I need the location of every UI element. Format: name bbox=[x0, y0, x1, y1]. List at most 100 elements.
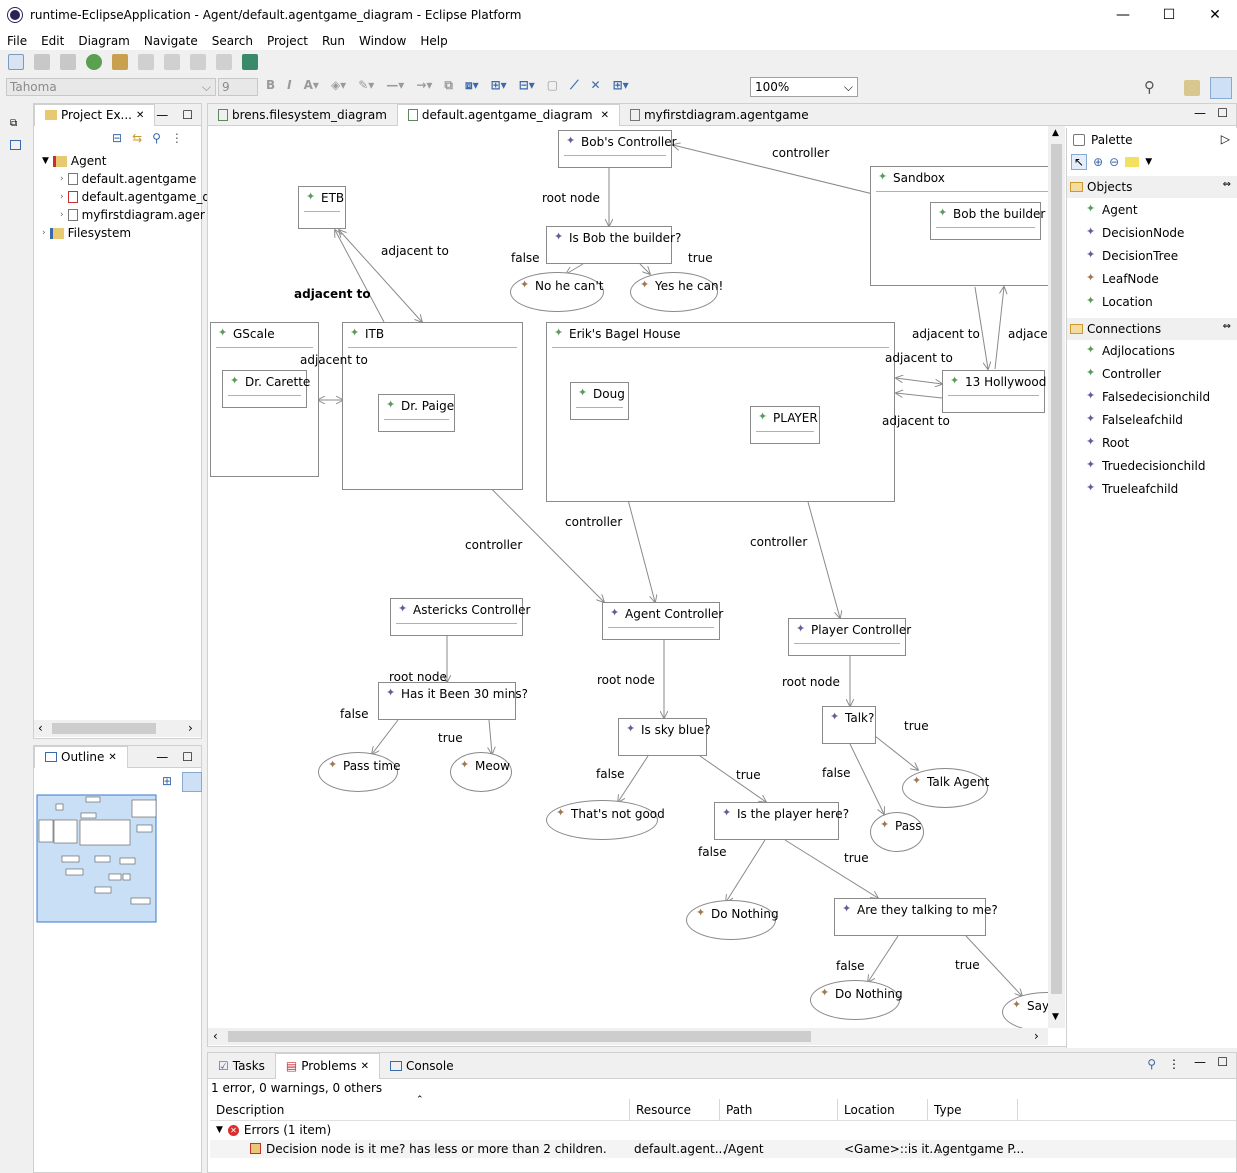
tab-brens-filesystem-diagram[interactable]: brens.filesystem_diagram bbox=[208, 104, 397, 126]
prev-annotation-icon[interactable] bbox=[164, 54, 180, 70]
tree-item-default-agentgame-diagram[interactable]: › default.agentgame_d bbox=[60, 190, 210, 204]
tab-project-explorer[interactable]: Project Ex... ✕ bbox=[34, 103, 156, 126]
tree-item-default-agentgame[interactable]: › default.agentgame bbox=[60, 172, 196, 186]
forward-icon[interactable] bbox=[216, 54, 232, 70]
tab-outline[interactable]: Outline ✕ bbox=[34, 745, 128, 768]
close-icon[interactable]: ✕ bbox=[136, 109, 145, 121]
line-color-icon[interactable]: ✎▾ bbox=[358, 78, 375, 92]
menu-run[interactable]: Run bbox=[322, 34, 346, 48]
tab-default-agentgame-diagram[interactable]: default.agentgame_diagram ✕ bbox=[396, 103, 620, 126]
minimize-view-icon[interactable]: — bbox=[156, 749, 169, 764]
open-perspective-icon[interactable] bbox=[1184, 80, 1200, 96]
zoom-in-icon[interactable]: ⊕ bbox=[1093, 155, 1104, 169]
grid-icon[interactable]: ⊞▾ bbox=[612, 78, 629, 92]
tree-item-myfirstdiagram[interactable]: › myfirstdiagram.ager bbox=[60, 208, 205, 222]
tools-icon[interactable] bbox=[112, 54, 128, 70]
column-description[interactable]: Description bbox=[210, 1099, 630, 1121]
font-color-icon[interactable]: A▾ bbox=[303, 78, 319, 92]
menu-edit[interactable]: Edit bbox=[41, 34, 65, 48]
menu-diagram[interactable]: Diagram bbox=[78, 34, 130, 48]
overview-icon[interactable] bbox=[182, 772, 202, 792]
node-talk-agent[interactable]: Talk Agent bbox=[902, 768, 989, 808]
line-type-icon[interactable]: —▾ bbox=[386, 78, 405, 92]
sirius-perspective-icon[interactable] bbox=[1210, 77, 1232, 99]
outline-overview[interactable] bbox=[36, 794, 160, 924]
node-bobs-controller[interactable]: Bob's Controller bbox=[558, 130, 677, 168]
tree-item-agent[interactable]: ▼ Agent bbox=[42, 154, 106, 168]
maximize-view-icon[interactable]: ☐ bbox=[1217, 106, 1228, 120]
tree-item-filesystem[interactable]: › Filesystem bbox=[42, 226, 131, 240]
node-astericks-controller[interactable]: Astericks Controller bbox=[390, 598, 530, 636]
node-agent-controller[interactable]: Agent Controller bbox=[602, 602, 723, 640]
node-do-nothing-1[interactable]: Do Nothing bbox=[686, 900, 779, 940]
menu-file[interactable]: File bbox=[7, 34, 28, 48]
scroll-right-icon[interactable]: › bbox=[188, 721, 193, 735]
node-is-sky-blue[interactable]: Is sky blue? bbox=[618, 718, 711, 756]
zoom-combo[interactable]: 100% ⌵ bbox=[750, 77, 858, 97]
close-icon[interactable]: ✕ bbox=[360, 1060, 369, 1072]
minimize-view-icon[interactable]: — bbox=[1194, 106, 1206, 120]
problem-row[interactable]: Decision node is it me? has less or more… bbox=[210, 1140, 1236, 1158]
node-has-it-been-30[interactable]: Has it Been 30 mins? bbox=[378, 682, 528, 720]
column-path[interactable]: Path bbox=[720, 1099, 838, 1121]
back-icon[interactable] bbox=[190, 54, 206, 70]
restore-icon[interactable]: ⧉ bbox=[10, 118, 18, 129]
filter-icon[interactable]: ⚲ bbox=[1147, 1057, 1156, 1071]
tab-tasks[interactable]: ☑ Tasks bbox=[208, 1053, 275, 1079]
pin-icon[interactable]: ⇔ bbox=[1222, 321, 1231, 332]
italic-icon[interactable]: I bbox=[287, 78, 292, 92]
auto-size-icon[interactable]: ▢ bbox=[546, 78, 559, 92]
view-icon[interactable] bbox=[10, 140, 21, 150]
node-no-he-cant[interactable]: No he can't bbox=[510, 272, 604, 312]
tab-myfirstdiagram[interactable]: myfirstdiagram.agentgame bbox=[620, 104, 819, 126]
fill-color-icon[interactable]: ◈▾ bbox=[330, 78, 347, 92]
run-icon[interactable] bbox=[86, 54, 102, 70]
menu-navigate[interactable]: Navigate bbox=[143, 34, 198, 48]
palette-drawer-connections[interactable]: Connections ⇔ bbox=[1067, 318, 1237, 340]
palette-tool-falseleafchild[interactable]: Falseleafchild bbox=[1086, 412, 1183, 428]
maximize-view-icon[interactable]: ☐ bbox=[182, 749, 193, 764]
node-do-nothing-2[interactable]: Do Nothing bbox=[810, 980, 903, 1020]
chevron-down-icon[interactable]: ▼ bbox=[1145, 157, 1153, 167]
palette-tool-leafnode[interactable]: LeafNode bbox=[1086, 271, 1159, 287]
save-all-icon[interactable] bbox=[60, 54, 76, 70]
node-bob-the-builder[interactable]: Bob the builder bbox=[930, 202, 1045, 240]
horizontal-scrollbar[interactable]: ‹ › bbox=[208, 1028, 1048, 1045]
minimize-view-icon[interactable]: — bbox=[1194, 1055, 1206, 1069]
scroll-up-icon[interactable]: ▲ bbox=[1052, 128, 1059, 138]
select-tool-icon[interactable]: ↖ bbox=[1071, 154, 1088, 170]
view-menu-icon[interactable]: ⋮ bbox=[170, 131, 183, 145]
close-button[interactable]: ✕ bbox=[1209, 7, 1221, 23]
errors-group-row[interactable]: ▼ ✕ Errors (1 item) bbox=[216, 1123, 331, 1137]
new-icon[interactable] bbox=[8, 54, 24, 70]
collapse-all-icon[interactable]: ⊟ bbox=[112, 131, 123, 145]
tree-view-icon[interactable]: ⊞ bbox=[162, 774, 173, 788]
maximize-view-icon[interactable]: ☐ bbox=[182, 107, 193, 122]
arrange-icon[interactable]: ⧈▾ bbox=[464, 78, 479, 92]
node-13-hollywood[interactable]: 13 Hollywood bbox=[942, 370, 1046, 413]
scroll-down-icon[interactable]: ▼ bbox=[1052, 1012, 1059, 1022]
palette-tool-falsedecisionchild[interactable]: Falsedecisionchild bbox=[1086, 389, 1210, 405]
align-icon[interactable]: ⊞▾ bbox=[490, 78, 507, 92]
pin-icon[interactable]: ⇔ bbox=[1222, 179, 1231, 190]
node-dr-carette[interactable]: Dr. Carette bbox=[222, 370, 310, 408]
node-is-bob-the-builder[interactable]: Is Bob the builder? bbox=[546, 226, 681, 264]
palette-drawer-objects[interactable]: Objects ⇔ bbox=[1067, 176, 1237, 198]
palette-tool-controller[interactable]: Controller bbox=[1086, 366, 1161, 382]
node-yes-he-can[interactable]: Yes he can! bbox=[630, 272, 723, 312]
node-thats-not-good[interactable]: That's not good bbox=[546, 800, 665, 840]
note-tool-icon[interactable] bbox=[1125, 157, 1140, 167]
open-perspective-icon[interactable] bbox=[242, 54, 258, 70]
node-player-controller[interactable]: Player Controller bbox=[788, 618, 911, 656]
scroll-thumb[interactable] bbox=[228, 1031, 811, 1042]
menu-search[interactable]: Search bbox=[211, 34, 253, 48]
node-dr-paige[interactable]: Dr. Paige bbox=[378, 394, 455, 432]
search-icon[interactable]: ⚲ bbox=[1144, 78, 1155, 96]
column-resource[interactable]: Resource bbox=[630, 1099, 720, 1121]
node-player[interactable]: PLAYER bbox=[750, 406, 820, 444]
tab-problems[interactable]: ▤ Problems ✕ bbox=[274, 1052, 380, 1079]
scroll-left-icon[interactable]: ‹ bbox=[38, 721, 43, 735]
node-talk[interactable]: Talk? bbox=[822, 706, 876, 744]
column-type[interactable]: Type bbox=[928, 1099, 1018, 1121]
bold-icon[interactable]: B bbox=[266, 78, 276, 92]
